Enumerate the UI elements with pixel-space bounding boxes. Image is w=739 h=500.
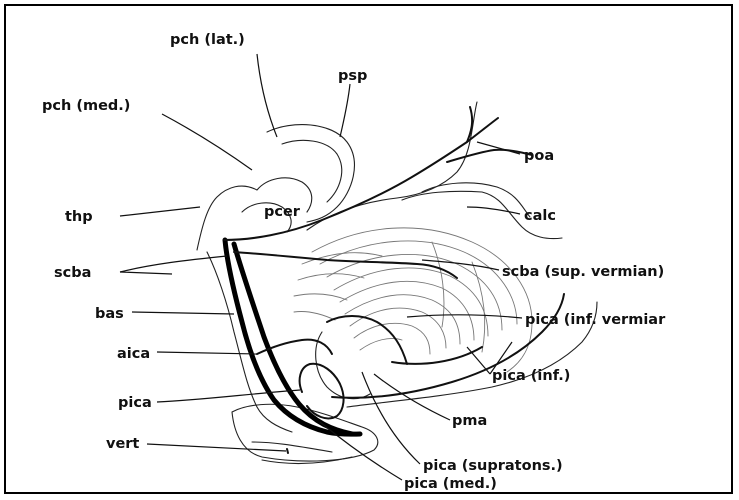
pca-trunk [224, 118, 498, 240]
label-pica: pica [118, 395, 152, 411]
basilar-artery [225, 240, 360, 434]
label-pma: pma [452, 413, 487, 429]
angiogram-diagram: pch (lat.) psp pch (med.) poa thp pcer c… [4, 4, 733, 494]
calcarine-outline [422, 183, 530, 217]
vessel-drawing: pch (lat.) psp pch (med.) poa thp pcer c… [6, 6, 735, 496]
label-pch-lat: pch (lat.) [170, 32, 245, 48]
label-pica-inf: pica (inf.) [492, 368, 570, 384]
poa-branch [447, 150, 532, 162]
vert-dot [287, 449, 288, 453]
label-calc: calc [524, 208, 556, 224]
label-pch-med: pch (med.) [42, 98, 130, 114]
label-pcer: pcer [264, 204, 301, 220]
splenium-inner-outline [282, 140, 342, 202]
label-aica: aica [117, 346, 150, 362]
label-scba: scba [54, 265, 91, 281]
cervical-outline [252, 442, 352, 464]
label-vert: vert [106, 436, 139, 452]
label-pica-supratons: pica (supratons.) [423, 458, 563, 474]
label-pica-med: pica (med.) [404, 476, 497, 492]
label-pica-inf-vermiar: pica (inf. vermiar [525, 312, 666, 328]
label-bas: bas [95, 306, 124, 322]
label-psp: psp [338, 68, 367, 84]
label-poa: poa [524, 148, 554, 164]
label-scba-sup-vermian: scba (sup. vermian) [502, 264, 664, 280]
label-thp: thp [65, 209, 93, 225]
